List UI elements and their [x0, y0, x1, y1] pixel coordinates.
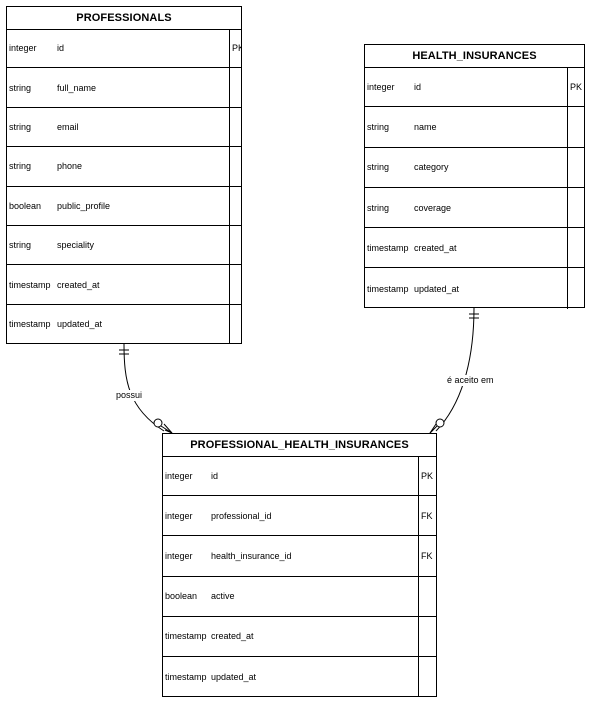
field-key — [229, 225, 241, 265]
entity-row[interactable]: string speciality — [7, 225, 241, 266]
field-type: timestamp — [367, 242, 409, 253]
field-type: string — [9, 82, 32, 93]
entity-rows: integer id PK string full_name string em… — [7, 29, 241, 345]
field-name: name — [414, 121, 437, 132]
entity-row[interactable]: timestamp created_at — [7, 265, 241, 305]
field-type: timestamp — [9, 319, 51, 330]
field-type: timestamp — [9, 279, 51, 290]
entity-rows: integer id PK integer professional_id FK… — [163, 456, 436, 698]
field-key — [567, 268, 584, 309]
field-key: FK — [418, 496, 436, 536]
field-key — [229, 304, 241, 345]
field-name: created_at — [414, 242, 457, 253]
field-name: updated_at — [211, 672, 257, 683]
field-type: integer — [165, 470, 193, 481]
field-key: PK — [229, 29, 241, 68]
field-name: updated_at — [414, 283, 460, 294]
field-key — [418, 656, 436, 698]
relationship-label-possui[interactable]: possui — [115, 390, 144, 401]
entity-row[interactable]: timestamp updated_at — [365, 268, 584, 309]
field-key — [229, 265, 241, 304]
field-key — [418, 616, 436, 656]
field-key: PK — [418, 456, 436, 496]
field-type: timestamp — [165, 672, 207, 683]
field-type: string — [367, 162, 390, 173]
field-name: full_name — [57, 82, 97, 93]
entity-professional-health-insurances[interactable]: PROFESSIONAL_HEALTH_INSURANCES integer i… — [162, 433, 437, 698]
field-name: id — [414, 81, 422, 92]
field-name: speciality — [57, 240, 95, 251]
field-type: string — [367, 202, 390, 213]
field-key — [567, 147, 584, 187]
entity-row[interactable]: string name — [365, 107, 584, 148]
entity-row[interactable]: boolean active — [163, 576, 436, 617]
field-name: email — [57, 121, 79, 132]
entity-row[interactable]: string email — [7, 107, 241, 148]
entity-health-insurances[interactable]: HEALTH_INSURANCES integer id PK string n… — [364, 44, 585, 309]
field-type: timestamp — [165, 631, 207, 642]
entity-row[interactable]: integer id PK — [7, 29, 241, 69]
field-name: category — [414, 162, 449, 173]
field-type: integer — [165, 550, 193, 561]
field-type: string — [9, 121, 32, 132]
field-name: phone — [57, 161, 83, 172]
entity-rows: integer id PK string name string categor… — [365, 67, 584, 309]
field-type: integer — [165, 510, 193, 521]
field-name: public_profile — [57, 200, 111, 211]
entity-row[interactable]: integer id PK — [365, 67, 584, 108]
field-name: updated_at — [57, 319, 103, 330]
field-key — [418, 576, 436, 616]
connector-aceito — [429, 307, 479, 434]
field-name: professional_id — [211, 510, 272, 521]
field-type: integer — [367, 81, 395, 92]
entity-row[interactable]: timestamp created_at — [365, 228, 584, 269]
field-key: FK — [418, 536, 436, 576]
field-key — [567, 187, 584, 228]
entity-row[interactable]: string phone — [7, 147, 241, 187]
field-key — [229, 147, 241, 186]
entity-title: HEALTH_INSURANCES — [365, 45, 584, 68]
entity-title: PROFESSIONAL_HEALTH_INSURANCES — [163, 434, 436, 457]
field-name: active — [211, 591, 235, 602]
field-name: id — [57, 43, 65, 54]
field-key: PK — [567, 67, 584, 107]
entity-title: PROFESSIONALS — [7, 7, 241, 30]
field-type: boolean — [165, 591, 198, 602]
field-type: boolean — [9, 200, 42, 211]
field-name: id — [211, 470, 219, 481]
entity-row[interactable]: string full_name — [7, 68, 241, 108]
field-type: string — [9, 161, 32, 172]
relationship-label-aceito[interactable]: é aceito em — [446, 375, 495, 386]
entity-row[interactable]: string category — [365, 147, 584, 188]
entity-row[interactable]: integer health_insurance_id FK — [163, 536, 436, 577]
field-key — [229, 186, 241, 225]
entity-row[interactable]: timestamp created_at — [163, 616, 436, 657]
field-name: created_at — [211, 631, 254, 642]
connector-possui — [119, 343, 173, 434]
field-key — [229, 107, 241, 147]
field-type: string — [367, 121, 390, 132]
entity-row[interactable]: integer id PK — [163, 456, 436, 497]
entity-row[interactable]: integer professional_id FK — [163, 496, 436, 537]
field-key — [567, 228, 584, 268]
field-name: coverage — [414, 202, 452, 213]
field-name: health_insurance_id — [211, 550, 292, 561]
entity-row[interactable]: boolean public_profile — [7, 186, 241, 226]
field-name: created_at — [57, 279, 100, 290]
field-key — [229, 68, 241, 107]
field-type: string — [9, 240, 32, 251]
entity-row[interactable]: string coverage — [365, 187, 584, 229]
entity-row[interactable]: timestamp updated_at — [7, 304, 241, 345]
field-type: timestamp — [367, 283, 409, 294]
entity-professionals[interactable]: PROFESSIONALS integer id PK string full_… — [6, 6, 242, 345]
entity-row[interactable]: timestamp updated_at — [163, 656, 436, 698]
field-type: integer — [9, 43, 37, 54]
field-key — [567, 107, 584, 147]
